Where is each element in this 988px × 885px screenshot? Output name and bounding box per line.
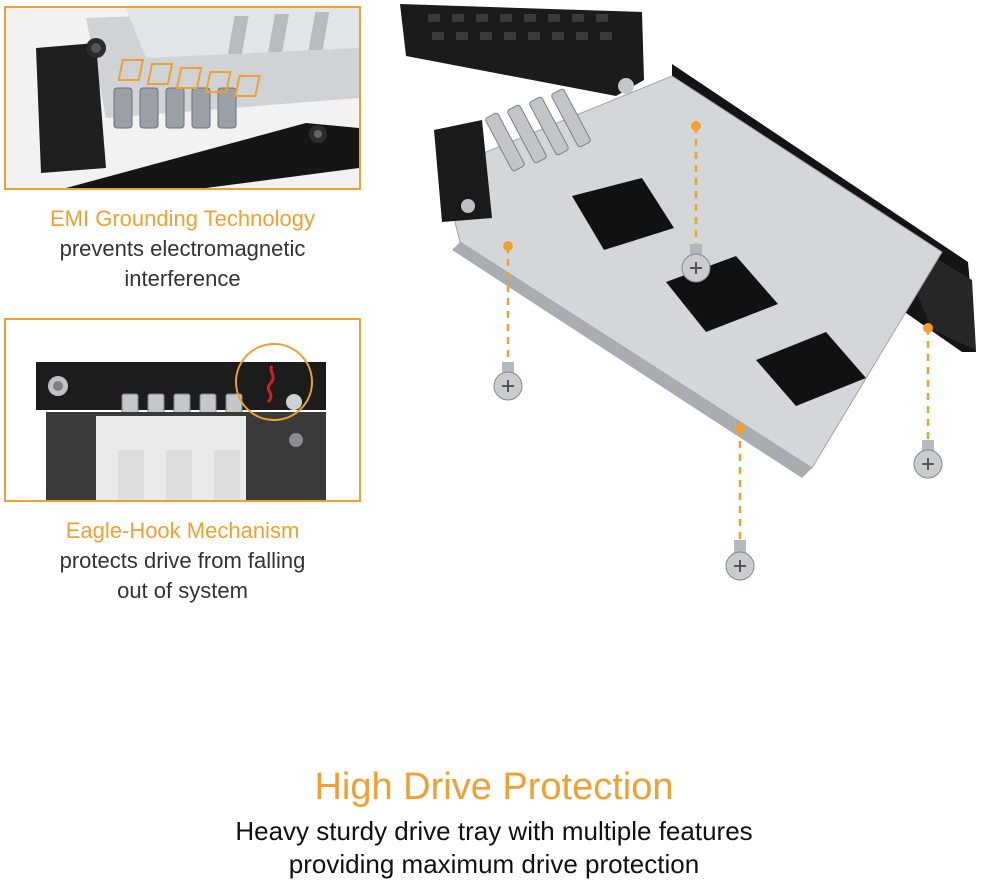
emi-grounding-line-1: prevents electromagnetic [59, 236, 306, 261]
subline-line-2: providing maximum drive protection [288, 849, 700, 879]
emi-grounding-photo [6, 8, 359, 188]
emi-grounding-line-2: interference [124, 266, 241, 291]
drive-tray-illustration [372, 0, 988, 600]
eagle-hook-line-2: out of system [117, 578, 248, 603]
emi-grounding-inset [4, 6, 361, 190]
emi-grounding-title: EMI Grounding Technology [50, 206, 315, 231]
emi-grounding-caption: EMI Grounding Technology prevents electr… [4, 204, 361, 294]
headline: High Drive Protection [314, 766, 674, 808]
eagle-hook-caption: Eagle-Hook Mechanism protects drive from… [4, 516, 361, 606]
subline: Heavy sturdy drive tray with multiple fe… [0, 815, 988, 881]
drive-tray-photo [400, 4, 976, 581]
eagle-hook-line-1: protects drive from falling [59, 548, 306, 573]
eagle-hook-inset [4, 318, 361, 502]
subline-line-1: Heavy sturdy drive tray with multiple fe… [235, 816, 753, 846]
eagle-hook-photo [6, 320, 359, 500]
eagle-hook-title: Eagle-Hook Mechanism [65, 518, 300, 543]
